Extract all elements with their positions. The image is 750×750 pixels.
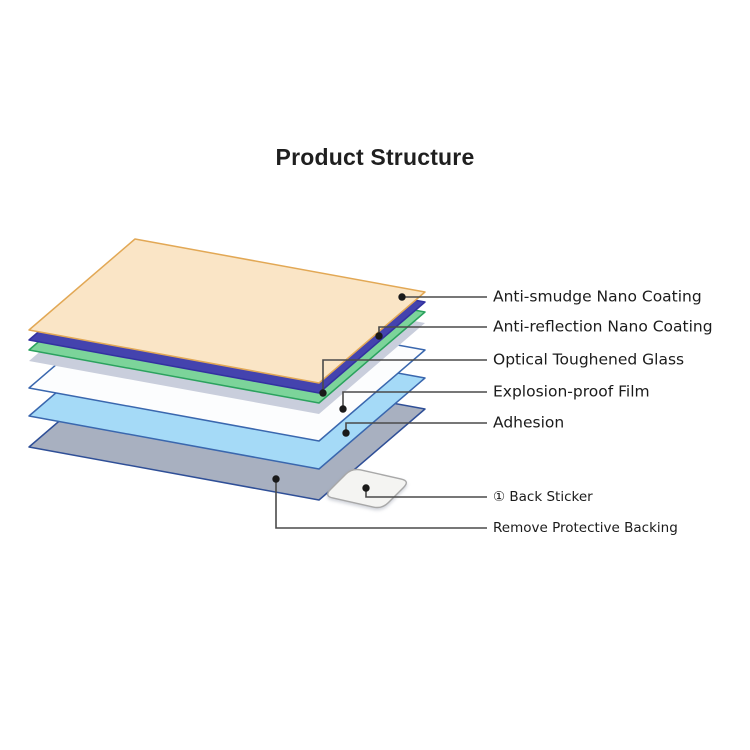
leader-dot	[339, 405, 347, 413]
anti-smudge-nano-coating-layer	[28, 238, 426, 384]
leader-line	[342, 391, 487, 409]
page-title: Product Structure	[275, 144, 475, 170]
leader-line	[322, 359, 487, 393]
layer-stack	[28, 238, 426, 501]
label-explosion-proof-film: Explosion-proof Film	[493, 382, 650, 401]
leader-dot	[272, 475, 280, 483]
leader-dot	[362, 484, 370, 492]
label-remove-protective-backing: Remove Protective Backing	[493, 519, 678, 536]
leader-line	[275, 479, 487, 529]
leader-dot	[319, 389, 327, 397]
callout-leader-lines	[272, 293, 487, 529]
label-back-sticker: ① Back Sticker	[493, 488, 593, 505]
leader-dot	[342, 429, 350, 437]
label-anti-smudge-nano-coating: Anti-smudge Nano Coating	[493, 287, 702, 306]
label-optical-toughened-glass: Optical Toughened Glass	[493, 350, 685, 369]
leader-dot	[375, 332, 383, 340]
label-adhesion: Adhesion	[493, 413, 565, 432]
leader-dot	[398, 293, 406, 301]
label-anti-reflection-nano-coating: Anti-reflection Nano Coating	[493, 317, 713, 336]
